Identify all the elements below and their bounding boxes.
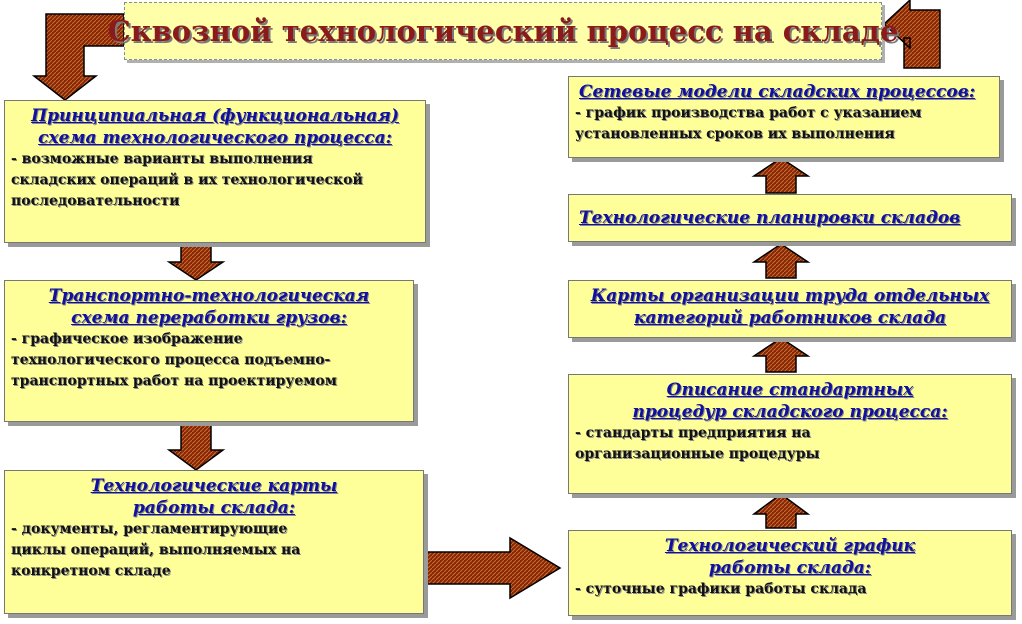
box-text: - документы, регламентирующие <box>11 521 288 537</box>
box-network-models: Сетевые модели складских процессов: - гр… <box>568 76 1000 158</box>
elbow-arrow-right <box>882 0 941 69</box>
box-text: - стандарты предприятия на <box>575 425 811 441</box>
box-heading: схема переработки грузов: <box>71 308 347 328</box>
box-tech-layouts: Технологические планировки складов <box>568 194 1012 242</box>
diagram-title: Сквозной технологический процесс на скла… <box>107 14 899 48</box>
box-heading: категорий работников склада <box>633 308 947 328</box>
elbow-arrow-left <box>31 13 125 101</box>
box-heading: Технологический график <box>664 536 916 556</box>
box-heading: Технологические планировки складов <box>579 208 961 228</box>
box-tech-maps: Технологические карты работы склада: - д… <box>4 470 424 614</box>
box-text: - графическое изображение <box>11 331 243 347</box>
box-heading: процедур складского процесса: <box>632 402 948 422</box>
box-principal-scheme: Принципиальная (функциональная) схема те… <box>4 100 426 243</box>
box-heading: работы склада: <box>132 498 296 518</box>
up-arrow-1 <box>751 157 811 194</box>
box-standard-procedures: Описание стандартных процедур складского… <box>568 374 1012 494</box>
box-heading: Сетевые модели складских процессов: <box>579 82 976 102</box>
box-text: - суточные графики работы склада <box>575 581 867 597</box>
box-text: - возможные варианты выполнения <box>11 151 313 167</box>
up-arrow-3 <box>751 337 811 373</box>
up-arrow-4 <box>751 493 811 529</box>
box-heading: Принципиальная (функциональная) <box>31 106 399 126</box>
box-heading: Транспортно-технологическая <box>48 286 370 306</box>
box-text: технологического процесса подъемно- <box>11 352 331 368</box>
box-text: транспортных работ на проектируемом <box>11 373 337 389</box>
box-text: организационные процедуры <box>575 446 820 462</box>
box-text: - график производства работ с указанием <box>575 105 922 121</box>
down-arrow-1 <box>166 244 226 281</box>
box-text: конкретном складе <box>11 563 171 579</box>
right-arrow <box>424 536 562 600</box>
box-text: установленных сроков их выполнения <box>575 126 895 142</box>
box-labor-maps: Карты организации труда отдельных катего… <box>568 280 1012 338</box>
box-heading: схема технологического процесса: <box>38 128 392 148</box>
down-arrow-2 <box>166 422 226 471</box>
box-text: складских операций в их технологической <box>11 172 363 188</box>
box-tech-schedule: Технологический график работы склада: - … <box>568 530 1012 616</box>
title-box: Сквозной технологический процесс на скла… <box>108 2 898 60</box>
up-arrow-2 <box>751 243 811 279</box>
box-text: циклы операций, выполняемых на <box>11 542 301 558</box>
box-heading: Карты организации труда отдельных <box>590 286 990 306</box>
box-heading: работы склада: <box>708 558 872 578</box>
box-text: последовательности <box>11 193 180 209</box>
box-transport-scheme: Транспортно-технологическая схема перера… <box>4 280 414 422</box>
box-heading: Описание стандартных <box>666 380 914 400</box>
box-heading: Технологические карты <box>90 476 338 496</box>
